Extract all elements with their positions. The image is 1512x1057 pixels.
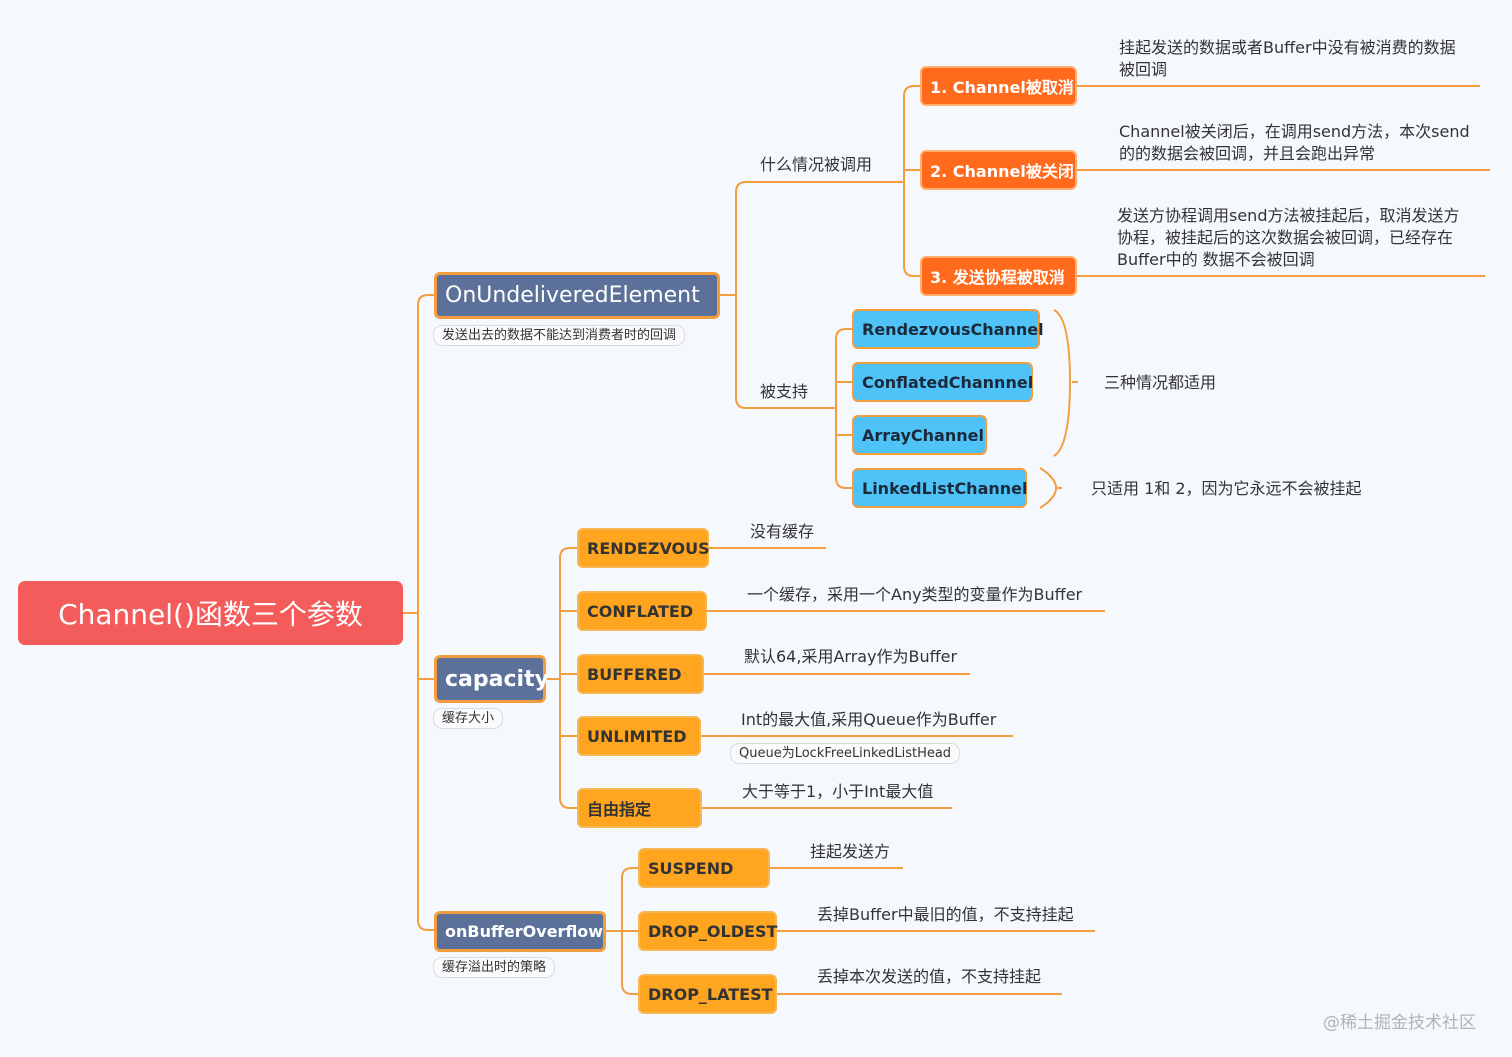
capacity-option-buffered-label: BUFFERED xyxy=(587,664,682,684)
case-sender-cancelled-label: 3. 发送协程被取消 xyxy=(930,268,1065,287)
capacity-note: 缓存大小 xyxy=(433,708,504,729)
channel-conflated[interactable]: ConflatedChannnel xyxy=(852,362,1033,402)
supported-label: 被支持 xyxy=(760,382,809,401)
capacity-title: capacity xyxy=(445,666,549,692)
case-2-desc-line-2: 的的数据会被回调，并且会跑出异常 xyxy=(1119,144,1376,163)
capacity-option-custom[interactable]: 自由指定 xyxy=(577,788,702,828)
overflow-drop-latest-desc: 丢掉本次发送的值，不支持挂起 xyxy=(817,967,1042,986)
capacity-node[interactable]: capacity xyxy=(434,655,549,703)
channel-rendezvous-label: RendezvousChannel xyxy=(862,319,1044,339)
root-node[interactable]: Channel()函数三个参数 xyxy=(18,581,403,645)
channel-array[interactable]: ArrayChannel xyxy=(852,415,987,455)
case-2-desc-line-1: Channel被关闭后，在调用send方法，本次send xyxy=(1119,122,1470,141)
on-buffer-overflow-note: 缓存溢出时的策略 xyxy=(433,957,556,978)
capacity-rendezvous-desc: 没有缓存 xyxy=(750,522,815,541)
overflow-option-suspend[interactable]: SUSPEND xyxy=(638,848,770,888)
overflow-option-drop-latest-label: DROP_LATEST xyxy=(648,984,773,1004)
overflow-option-suspend-label: SUSPEND xyxy=(648,858,734,878)
channel-rendezvous[interactable]: RendezvousChannel xyxy=(852,309,1044,349)
case-sender-cancelled[interactable]: 3. 发送协程被取消 xyxy=(920,256,1077,296)
on-undelivered-element-title: OnUndeliveredElement xyxy=(445,283,700,308)
capacity-option-buffered[interactable]: BUFFERED xyxy=(577,654,704,694)
capacity-conflated-desc: 一个缓存，采用一个Any类型的变量作为Buffer xyxy=(747,585,1083,604)
channel-linked-list[interactable]: LinkedListChannel xyxy=(852,468,1027,508)
group-note-linked-list: 只适用 1和 2，因为它永远不会被挂起 xyxy=(1091,479,1362,498)
capacity-option-rendezvous-label: RENDEZVOUS xyxy=(587,538,710,558)
overflow-suspend-desc: 挂起发送方 xyxy=(810,842,891,861)
case-channel-cancelled-label: 1. Channel被取消 xyxy=(930,78,1074,97)
overflow-option-drop-latest[interactable]: DROP_LATEST xyxy=(638,974,777,1014)
channel-array-label: ArrayChannel xyxy=(862,425,984,445)
capacity-unlimited-desc: Int的最大值,采用Queue作为Buffer xyxy=(741,710,997,729)
capacity-option-conflated-label: CONFLATED xyxy=(587,601,694,621)
overflow-option-drop-oldest-label: DROP_OLDEST xyxy=(648,921,778,941)
case-channel-cancelled[interactable]: 1. Channel被取消 xyxy=(920,66,1077,106)
capacity-option-custom-label: 自由指定 xyxy=(587,800,652,819)
overflow-drop-oldest-desc: 丢掉Buffer中最旧的值，不支持挂起 xyxy=(817,905,1074,924)
on-undelivered-element-node[interactable]: OnUndeliveredElement xyxy=(434,272,720,319)
capacity-option-conflated[interactable]: CONFLATED xyxy=(577,591,707,631)
root-title: Channel()函数三个参数 xyxy=(58,598,363,631)
overflow-option-drop-oldest[interactable]: DROP_OLDEST xyxy=(638,911,777,951)
capacity-option-unlimited-label: UNLIMITED xyxy=(587,726,687,746)
on-buffer-overflow-title: onBufferOverflow xyxy=(445,922,604,941)
case-3-desc-line-3: Buffer中的 数据不会被回调 xyxy=(1117,250,1315,269)
channel-linked-list-label: LinkedListChannel xyxy=(862,478,1028,498)
capacity-unlimited-note: Queue为LockFreeLinkedListHead xyxy=(730,743,961,764)
watermark: @稀土掘金技术社区 xyxy=(1323,1013,1476,1033)
case-3-desc-line-1: 发送方协程调用send方法被挂起后，取消发送方 xyxy=(1117,206,1460,225)
capacity-option-unlimited[interactable]: UNLIMITED xyxy=(577,716,701,756)
group-note-all-cases: 三种情况都适用 xyxy=(1104,373,1217,392)
capacity-buffered-desc: 默认64,采用Array作为Buffer xyxy=(744,647,958,666)
on-buffer-overflow-node[interactable]: onBufferOverflow xyxy=(434,911,606,952)
case-1-desc-line-1: 挂起发送的数据或者Buffer中没有被消费的数据 xyxy=(1119,38,1456,57)
capacity-custom-desc: 大于等于1，小于Int最大值 xyxy=(742,782,934,801)
case-channel-closed-label: 2. Channel被关闭 xyxy=(930,162,1074,181)
on-undelivered-note: 发送出去的数据不能达到消费者时的回调 xyxy=(433,325,686,346)
when-called-label: 什么情况被调用 xyxy=(760,155,873,174)
case-channel-closed[interactable]: 2. Channel被关闭 xyxy=(920,150,1077,190)
case-3-desc-line-2: 协程，被挂起后的这次数据会被回调，已经存在 xyxy=(1117,228,1454,247)
capacity-option-rendezvous[interactable]: RENDEZVOUS xyxy=(577,528,710,568)
channel-conflated-label: ConflatedChannnel xyxy=(862,372,1034,392)
case-1-desc-line-2: 被回调 xyxy=(1119,60,1168,79)
